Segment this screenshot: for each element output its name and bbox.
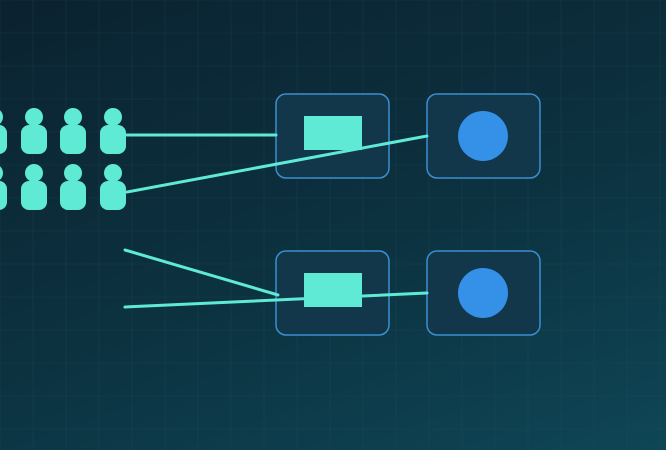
- person-icon: [60, 108, 86, 154]
- connector-line: [125, 134, 429, 194]
- people-crowd: [0, 108, 126, 210]
- connector-line: [123, 291, 429, 309]
- person-icon: [60, 164, 86, 210]
- person-icon: [0, 166, 7, 210]
- circle-node-icon: [458, 111, 508, 161]
- person-icon: [100, 108, 126, 154]
- person-icon: [21, 164, 47, 210]
- connector-line: [123, 248, 280, 297]
- person-icon: [100, 164, 126, 210]
- connector-lines: [123, 133, 429, 309]
- rectangle-slot-icon: [304, 116, 362, 150]
- person-icon: [21, 108, 47, 154]
- person-icon: [0, 110, 7, 154]
- rectangle-slot-icon: [304, 273, 362, 307]
- circle-node-icon: [458, 268, 508, 318]
